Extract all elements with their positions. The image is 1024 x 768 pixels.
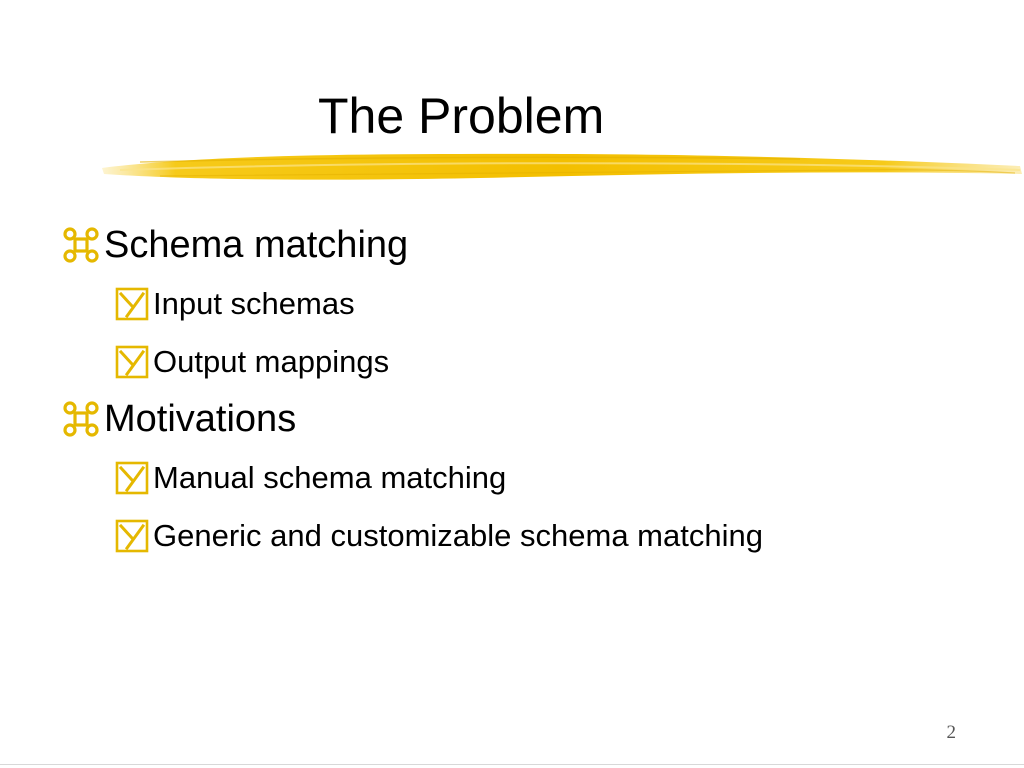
bullet-text: Schema matching [104,223,409,266]
sub-bullet-item: Input schemas [115,282,1000,326]
checkbox-y-icon [115,345,149,379]
page-number: 2 [946,722,957,743]
sub-bullet-item: Manual schema matching [115,456,1000,500]
sub-bullet-text: Manual schema matching [153,460,507,495]
command-key-icon [60,225,102,265]
slide-title: The Problem [318,88,605,144]
bullet-item: Motivations [60,394,1000,444]
brush-stroke-divider [102,153,1022,180]
bullet-list: Schema matching Input schemas Output map… [60,220,1000,558]
sub-bullet-item: Generic and customizable schema matching [115,514,1000,558]
bottom-divider [0,764,1024,765]
checkbox-y-icon [115,519,149,553]
bullet-text: Motivations [104,397,297,440]
checkbox-y-icon [115,287,149,321]
command-key-icon [60,399,102,439]
checkbox-y-icon [115,461,149,495]
sub-bullet-text: Input schemas [153,286,355,321]
sub-bullet-text: Generic and customizable schema matching [153,518,763,553]
bullet-item: Schema matching [60,220,1000,270]
sub-bullet-item: Output mappings [115,340,1000,384]
sub-bullet-text: Output mappings [153,344,390,379]
